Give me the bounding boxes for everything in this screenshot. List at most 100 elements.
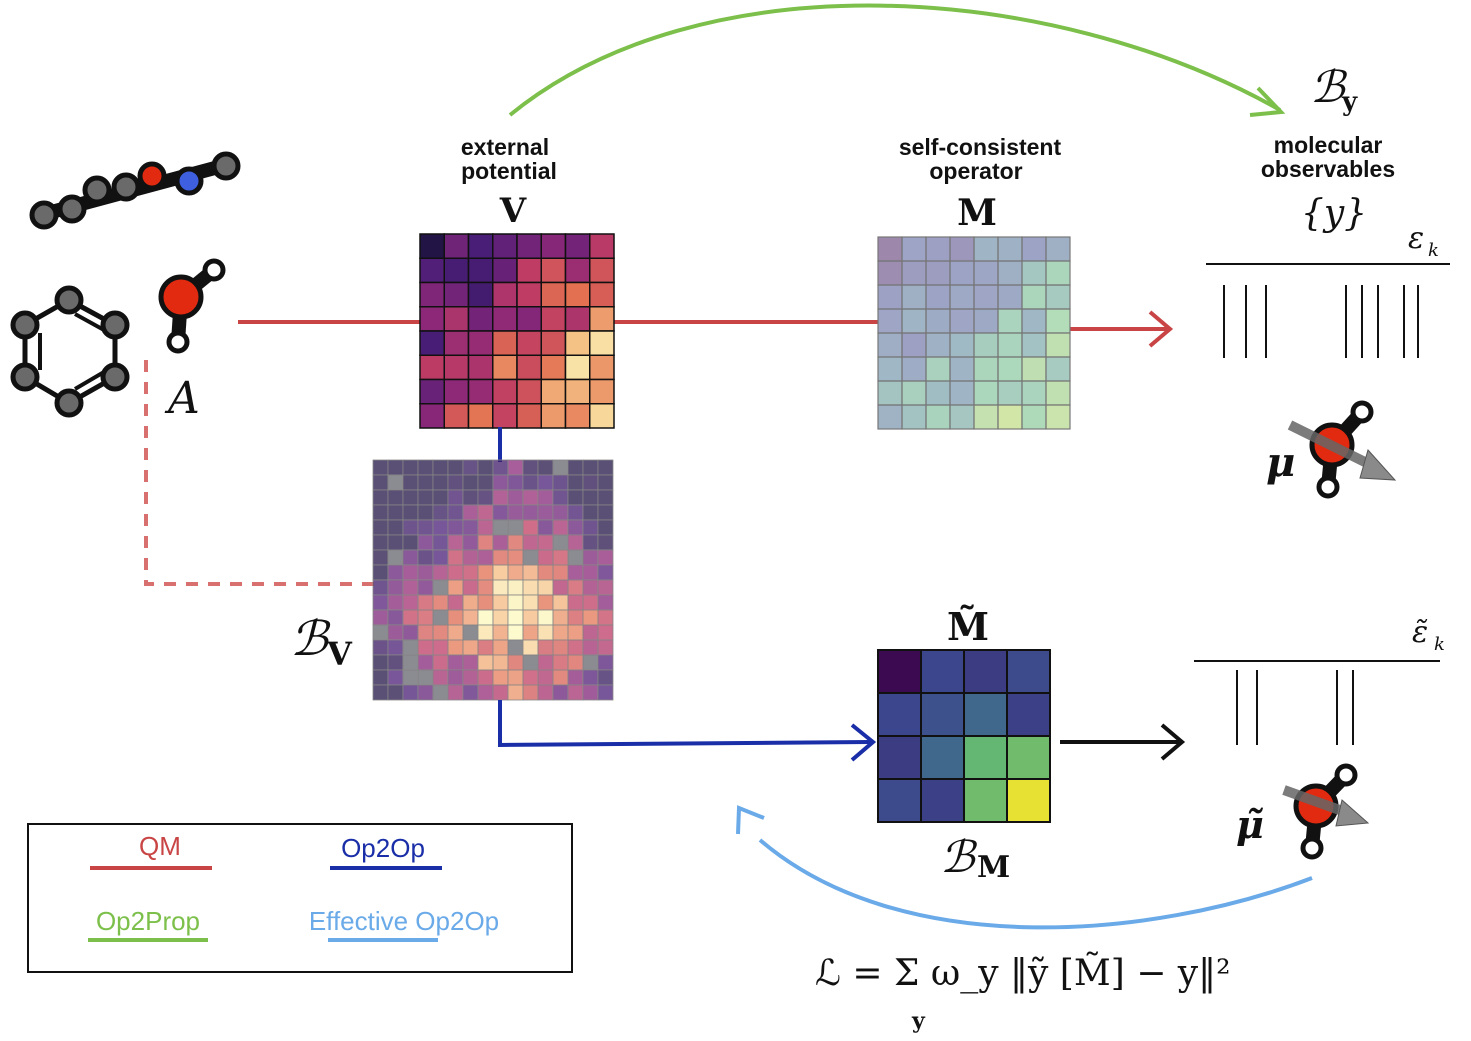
matrix-cell [492,330,518,356]
matrix-cell [372,654,389,671]
spectrum-lines-top [1223,285,1419,358]
matrix-cell [582,489,599,506]
matrix-cell [567,534,584,551]
matrix-cell [597,579,614,596]
matrix-cell [567,669,584,686]
matrix-cell [402,594,419,611]
matrix-cell [477,504,494,521]
matrix-cell [432,669,449,686]
matrix-cell [516,378,542,405]
matrix-cell [597,489,614,506]
matrix-cell [477,654,494,671]
matrix-cell [417,639,434,656]
matrix-cell [877,260,903,286]
matrix-cell [372,684,389,701]
matrix-cell [582,564,599,581]
matrix-cell [949,308,975,334]
op2prop-arrowhead [1249,86,1286,117]
matrix-cell [537,624,554,641]
matrix-cell [492,257,518,284]
matrix-cell [467,257,494,284]
matrix-cell [402,504,419,521]
matrix-cell [973,260,999,286]
legend-qm-label: QM [139,831,181,861]
matrix-cell [387,609,404,626]
label-epsilon-k-sub: k [1428,240,1439,261]
matrix-cell [522,639,539,656]
matrix-cell [537,639,554,656]
matrix-cell [387,579,404,596]
matrix-cell [432,519,449,536]
matrix-cell [372,459,389,476]
matrix-cell [432,609,449,626]
chain-molecule [29,151,241,230]
matrix-cell [402,669,419,686]
matrix-cell [925,284,951,310]
matrix-cell [432,474,449,491]
matrix-cell [492,281,518,308]
matrix-cell [522,474,539,491]
matrix-cell [963,735,1008,780]
matrix-cell [477,669,494,686]
matrix-cell [477,579,494,596]
matrix-cell [492,504,509,521]
matrix-cell [552,549,569,566]
matrix-cell [1006,649,1051,694]
matrix-cell [447,579,464,596]
matrix-cell [443,378,470,405]
effective-arrowhead [1160,723,1186,761]
matrix-cell [997,356,1023,382]
matrix-cell [877,308,903,334]
matrix-cell [1045,236,1071,262]
matrix-cell [417,579,434,596]
matrix-cell [507,459,524,476]
matrix-cell [552,669,569,686]
matrix-cell [567,624,584,641]
matrix-cell [540,257,567,284]
matrix-cell [447,669,464,686]
matrix-cell [447,684,464,701]
matrix-cell [387,654,404,671]
matrix-cell [372,474,389,491]
matrix-cell [419,354,445,381]
matrix-cell [432,579,449,596]
matrix-cell [582,639,599,656]
label-V: V [499,191,527,231]
op2op-arrow [498,700,871,748]
matrix-cell [997,284,1023,310]
matrix-cell [920,692,965,737]
matrix-cell [582,654,599,671]
matrix-cell [552,519,569,536]
effective-op2op-arrow [758,838,1313,930]
matrix-cell [443,281,470,308]
matrix-cell [597,549,614,566]
matrix-cell [1006,692,1051,737]
matrix-cell [507,594,524,611]
matrix-cell [492,459,509,476]
matrix-cell [417,504,434,521]
matrix-cell [949,260,975,286]
matrix-cell [507,534,524,551]
matrix-cell [552,534,569,551]
matrix-cell [432,534,449,551]
matrix-cell [582,624,599,641]
label-mu-tilde: μ̃ [1236,802,1264,847]
effective-op2op-arrowhead [736,805,765,835]
matrix-cell [492,519,509,536]
matrix-cell [589,257,615,284]
matrix-cell [552,609,569,626]
matrix-cell [597,654,614,671]
matrix-cell [492,639,509,656]
matrix-cell [477,609,494,626]
label-M: M [957,192,997,234]
matrix-cell [920,778,965,823]
matrix-cell [552,564,569,581]
matrix-cell [402,534,419,551]
dipole-arrow-tilde [1282,785,1370,827]
matrix-cell [597,594,614,611]
matrix-cell [467,378,494,405]
matrix-cell [567,489,584,506]
matrix-cell [877,380,903,406]
matrix-cell [877,332,903,358]
